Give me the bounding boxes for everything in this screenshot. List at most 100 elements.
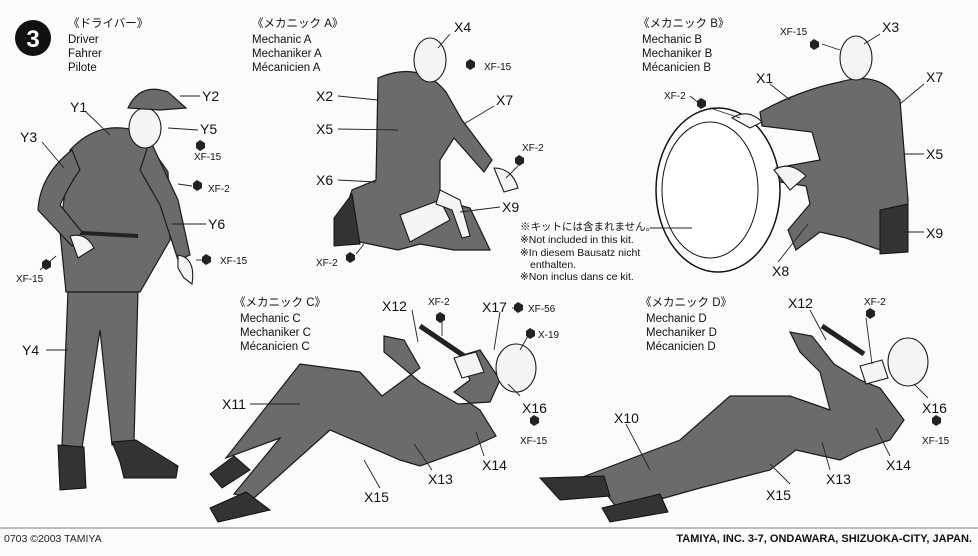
mechanic-d-boot-2 [601, 493, 669, 523]
driver-left-boot [57, 444, 87, 491]
mechanic-a-title: 《メカニック A》 [252, 17, 343, 30]
driver-right-hand [177, 254, 194, 285]
label-x12-d: X12 [788, 295, 813, 311]
label-x7-a: X7 [496, 92, 513, 108]
paint-mechanic-a-boot: XF-2 [316, 258, 338, 269]
paint-driver-hand: XF-15 [220, 256, 248, 267]
paint-hex-icon [932, 415, 941, 426]
mechanic-b-line-de: Mechaniker B [642, 48, 713, 60]
label-x17: X17 [482, 299, 507, 315]
part-labels: Y1 Y2 Y3 Y4 Y5 Y6 X4 X2 X5 X7 X6 X9 X3 X… [20, 19, 947, 505]
footer-address: TAMIYA, INC. 3-7, ONDAWARA, SHIZUOKA-CIT… [676, 533, 972, 545]
driver-line-de: Fahrer [68, 48, 102, 60]
paint-hex-icon [514, 302, 523, 313]
tire-rim [661, 121, 759, 259]
tire-outer [655, 107, 781, 273]
label-y1: Y1 [70, 99, 87, 115]
label-y5: Y5 [200, 121, 217, 137]
mechanic-c-head [495, 343, 537, 393]
mechanic-a-hand [493, 167, 519, 193]
mechanic-c-boot-2 [209, 491, 272, 523]
label-x16-c: X16 [522, 400, 547, 416]
paint-mechanic-b-head: XF-15 [780, 27, 808, 38]
mechanic-d-hand [859, 359, 889, 385]
label-x14-c: X14 [482, 457, 507, 473]
mechanic-c-figure [209, 323, 537, 523]
paint-callouts: XF-15 XF-2 XF-15 XF-15 XF-15 XF-2 XF-2 X… [16, 27, 950, 447]
label-x8: X8 [772, 263, 789, 279]
mechanic-d-figure [538, 323, 929, 523]
paint-hex-icon [810, 39, 819, 50]
label-x5-b: X5 [926, 146, 943, 162]
label-x15-c: X15 [364, 489, 389, 505]
mechanic-d-title: 《メカニック D》 [640, 296, 732, 309]
paint-mechanic-d-wrench: XF-2 [864, 297, 886, 308]
note-line-de-2: enthalten. [530, 259, 576, 271]
mechanic-c-title: 《メカニック C》 [234, 296, 326, 309]
label-y2: Y2 [202, 88, 219, 104]
mechanic-c-wrench [418, 323, 472, 363]
mechanic-d-line-de: Mechaniker D [646, 327, 717, 339]
label-x13-d: X13 [826, 471, 851, 487]
note-line-de: ※In diesem Bausatz nicht [520, 247, 640, 259]
label-x2: X2 [316, 88, 333, 104]
driver-head [128, 107, 162, 149]
mechanic-c-line-fr: Mécanicien C [240, 341, 310, 353]
paint-hex-icon [866, 308, 875, 319]
note-line-fr: ※Non inclus dans ce kit. [520, 271, 634, 283]
mechanic-b-figure [655, 35, 909, 273]
mechanic-c-line-en: Mechanic C [240, 313, 301, 325]
label-x13-c: X13 [428, 471, 453, 487]
mechanic-b-right-hand [773, 165, 807, 191]
footer-copyright: 0703 ©2003 TAMIYA [4, 533, 102, 545]
label-x16-d: X16 [922, 400, 947, 416]
leader-lines [39, 33, 929, 489]
paint-mechanic-a-head: XF-15 [484, 62, 512, 73]
label-x4: X4 [454, 19, 471, 35]
paint-hex-icon [202, 254, 211, 265]
note-line-ja: ※キットには含まれません。 [520, 220, 656, 233]
label-x1: X1 [756, 70, 773, 86]
mechanic-b-boot [879, 203, 909, 255]
label-y4: Y4 [22, 342, 39, 358]
mechanic-b-title: 《メカニック B》 [638, 17, 729, 30]
mechanic-d-line-fr: Mécanicien D [646, 341, 716, 353]
paint-mechanic-a-hand: XF-2 [522, 143, 544, 154]
label-x10: X10 [614, 410, 639, 426]
mechanic-c-line-de: Mechaniker C [240, 327, 311, 339]
paint-mechanic-c-xf56: XF-56 [528, 304, 556, 315]
label-x7-b: X7 [926, 69, 943, 85]
mechanic-a-head [413, 37, 447, 83]
label-y3: Y3 [20, 129, 37, 145]
paint-hex-icon [42, 259, 51, 270]
paint-driver-y5: XF-15 [194, 152, 222, 163]
mechanic-a-header: 《メカニック A》 Mechanic A Mechaniker A Mécani… [252, 17, 343, 74]
paint-hex-icon [530, 415, 539, 426]
mechanic-a-figure [333, 37, 519, 251]
paint-driver-left-hand: XF-15 [16, 274, 44, 285]
label-x3: X3 [882, 19, 899, 35]
mechanic-a-line-de: Mechaniker A [252, 48, 322, 60]
paint-hex-icon [526, 328, 535, 339]
mechanic-d-line-en: Mechanic D [646, 313, 707, 325]
note-line-en: ※Not included in this kit. [520, 234, 634, 246]
not-included-note: ※キットには含まれません。 ※Not included in this kit.… [520, 220, 656, 283]
paint-mechanic-c-x19: X-19 [538, 330, 560, 341]
paint-hex-icon [697, 98, 706, 109]
paint-hex-icon [193, 180, 202, 191]
paint-hex-icon [196, 140, 205, 151]
paint-driver-body: XF-2 [208, 184, 230, 195]
driver-figure [37, 88, 194, 491]
paint-hex-icon [436, 312, 445, 323]
driver-cap [127, 88, 188, 111]
label-x15-d: X15 [766, 487, 791, 503]
paint-mechanic-c-wrench: XF-2 [428, 297, 450, 308]
mechanic-a-line-fr: Mécanicien A [252, 62, 321, 74]
driver-line-en: Driver [68, 34, 99, 46]
mechanic-a-boot [333, 192, 361, 247]
mechanic-c-hand [453, 351, 485, 379]
mechanic-b-head [839, 35, 873, 81]
paint-hex-icon [515, 155, 524, 166]
label-x14-d: X14 [886, 457, 911, 473]
